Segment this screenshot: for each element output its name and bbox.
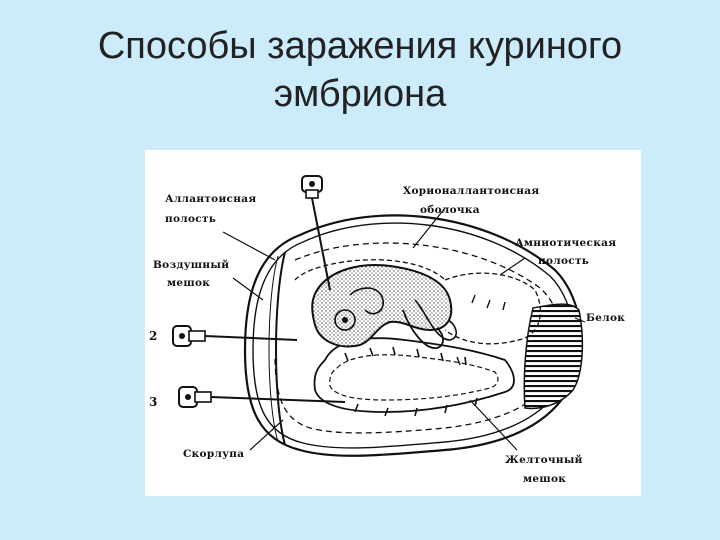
leader-lines <box>222 207 586 451</box>
egg-shell-outer <box>243 214 583 457</box>
albumen-region <box>523 303 584 410</box>
syringe-top <box>301 175 331 291</box>
label-allantoic-2: полость <box>165 213 216 225</box>
label-yolk-1: Желточный <box>505 454 583 466</box>
yolk-sac-inner <box>329 354 499 401</box>
label-albumen: Белок <box>586 312 625 324</box>
air-sac-membrane <box>275 251 286 446</box>
yolk-villi <box>344 346 478 417</box>
label-amniotic-2: полость <box>538 255 589 267</box>
label-yolk-2: мешок <box>523 473 566 485</box>
slide-title-line-1: Способы заражения куриного <box>97 25 623 67</box>
syringe-3 <box>178 386 346 408</box>
label-needle-3: 3 <box>149 395 157 409</box>
label-chorioallantoic-2: оболочка <box>420 204 480 216</box>
syringe-2 <box>172 325 298 347</box>
embryo-eye <box>334 309 356 331</box>
label-chorioallantoic-1: Хорионаллантоисная <box>403 185 539 197</box>
label-shell: Скорлупа <box>183 448 244 460</box>
amnion-membrane <box>444 272 542 345</box>
slide-title-line-2: эмбриона <box>273 73 447 115</box>
label-needle-2: 2 <box>149 329 157 343</box>
yolk-sac-outer <box>313 337 515 413</box>
egg-diagram: Аллантоисная полость Хорионаллантоисная … <box>145 150 641 496</box>
label-air-1: Воздушный <box>153 259 229 271</box>
label-allantoic-1: Аллантоисная <box>165 193 256 205</box>
allantois-membrane <box>294 259 446 281</box>
label-air-2: мешок <box>167 277 210 289</box>
embryo-body <box>311 264 453 348</box>
egg-shell-inner <box>252 222 575 449</box>
label-amniotic-1: Амниотическая <box>515 237 616 249</box>
slide-title: Способы заражения куриного эмбриона <box>0 22 720 118</box>
